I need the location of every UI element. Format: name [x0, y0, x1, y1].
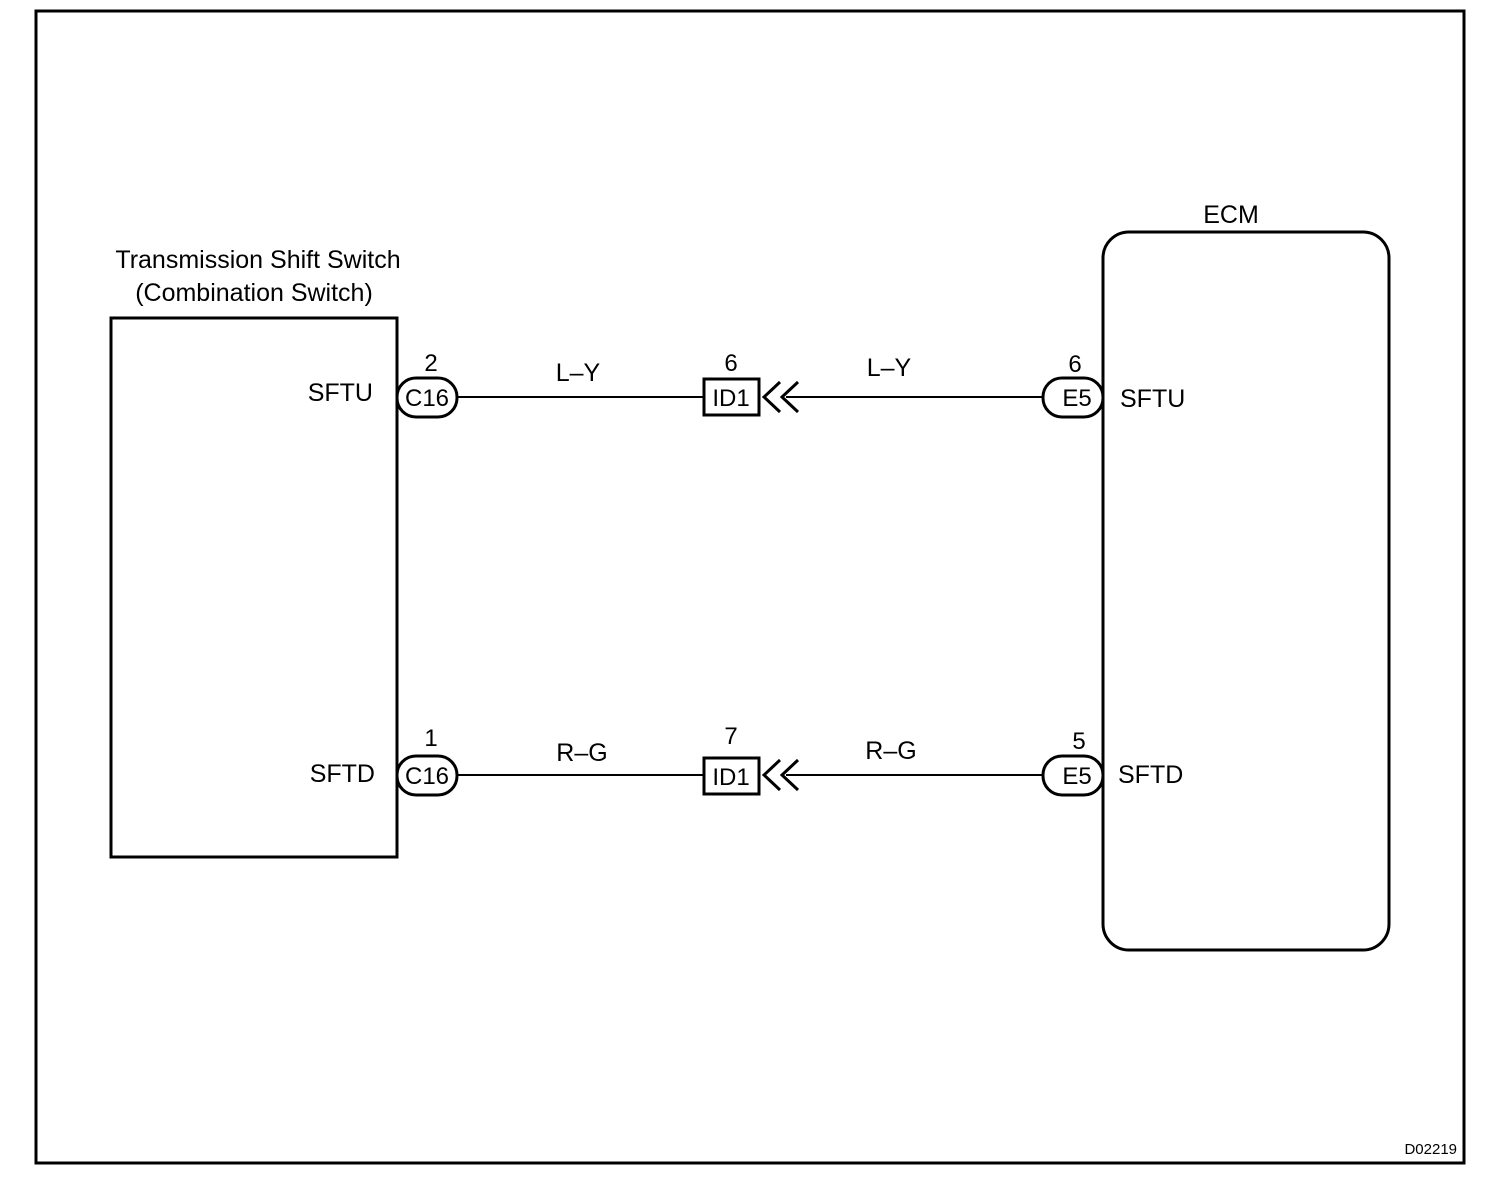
left-component-title-line1: Transmission Shift Switch [115, 246, 400, 274]
ecm-terminal-sftd: SFTD [1118, 761, 1183, 789]
circuit-sftd: C16 1 R–G ID1 7 R–G E5 5 [395, 723, 1105, 797]
connector-e5-label: E5 [1062, 763, 1091, 790]
connector-c16-pill [395, 754, 459, 797]
connector-e5-label: E5 [1062, 385, 1091, 412]
chevron-left-icon [761, 380, 800, 414]
junction-id1-pin: 7 [724, 723, 737, 750]
chevron-left-icon [761, 758, 800, 792]
connector-e5-pill [1041, 754, 1105, 797]
wire-color-label: L–Y [556, 359, 601, 387]
junction-id1-label: ID1 [712, 764, 749, 791]
ecm-terminal-sftu: SFTU [1120, 385, 1185, 413]
wire-color-label: R–G [865, 737, 916, 765]
junction-id1-pin: 6 [724, 350, 737, 377]
left-terminal-sftu: SFTU [308, 379, 373, 407]
junction-id1-label: ID1 [712, 385, 749, 412]
figure-code: D02219 [1404, 1141, 1457, 1158]
transmission-shift-switch-box [109, 316, 399, 859]
connector-c16-label: C16 [405, 385, 449, 412]
junction-id1-box [702, 756, 761, 796]
wire-color-label: R–G [556, 739, 607, 767]
connector-c16-pin: 1 [424, 725, 437, 752]
connector-c16-pill [395, 376, 459, 419]
connector-e5-pill [1041, 376, 1105, 419]
connector-e5-pin: 5 [1072, 728, 1085, 755]
wire-color-label: L–Y [867, 354, 912, 382]
circuit-sftu: C16 2 L–Y ID1 6 L–Y E5 6 [395, 350, 1105, 419]
junction-id1-box [702, 377, 761, 417]
connector-e5-pin: 6 [1068, 351, 1081, 378]
left-terminal-sftd: SFTD [310, 760, 375, 788]
diagram-border [34, 9, 1466, 1165]
left-component-title-line2: (Combination Switch) [135, 279, 373, 307]
ecm-title: ECM [1203, 201, 1259, 229]
ecm-box [1101, 230, 1391, 952]
connector-c16-pin: 2 [424, 350, 437, 377]
connector-c16-label: C16 [405, 763, 449, 790]
